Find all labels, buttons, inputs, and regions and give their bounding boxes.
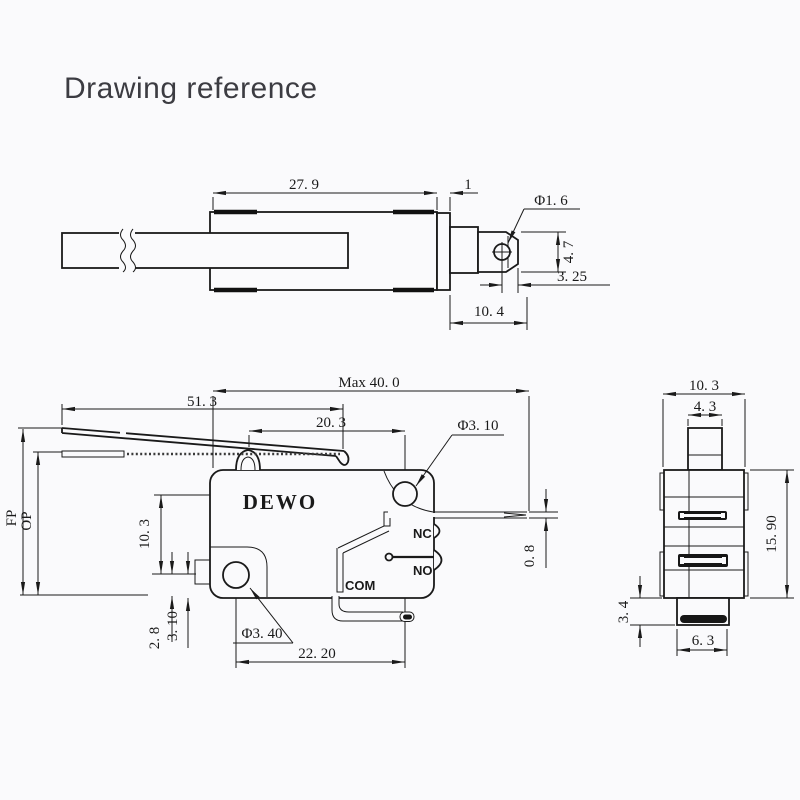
top-mounting-hole bbox=[392, 481, 418, 507]
dim-max-length: Max 40. 0 bbox=[212, 375, 530, 511]
top-view: 27. 9 1 Φ1. 6 4. 7 bbox=[61, 177, 610, 330]
svg-text:Φ3. 10: Φ3. 10 bbox=[458, 418, 499, 434]
dim-needle-thickness: 0. 8 bbox=[522, 489, 558, 568]
svg-text:20. 3: 20. 3 bbox=[316, 415, 346, 431]
svg-text:3. 25: 3. 25 bbox=[557, 269, 587, 285]
side-plunger bbox=[687, 427, 723, 471]
svg-text:0. 8: 0. 8 bbox=[522, 545, 538, 568]
label-nc: NC bbox=[413, 526, 432, 541]
callout-hole-dia: Φ1. 6 bbox=[507, 193, 580, 244]
side-view: 10. 3 4. 3 15. 90 3. 4 bbox=[616, 378, 794, 656]
svg-text:1: 1 bbox=[464, 177, 472, 193]
lever-free-position bbox=[61, 425, 350, 466]
contact-mechanism bbox=[336, 511, 436, 593]
callout-bottom-hole: Φ3. 40 bbox=[233, 587, 294, 644]
terminal-slot-upper bbox=[678, 511, 727, 520]
svg-text:FP: FP bbox=[4, 510, 20, 527]
svg-text:Max 40. 0: Max 40. 0 bbox=[338, 375, 399, 391]
brand-text: DEWO bbox=[243, 490, 318, 514]
top-collar bbox=[436, 212, 451, 291]
dim-foot-width: 6. 3 bbox=[676, 629, 728, 656]
callout-top-hole: Φ3. 10 bbox=[415, 418, 504, 487]
dim-lever-length: 51. 3 bbox=[61, 394, 344, 449]
page-title: Drawing reference bbox=[64, 72, 318, 105]
dim-collar: 1 bbox=[449, 177, 478, 211]
svg-text:6. 3: 6. 3 bbox=[692, 633, 715, 649]
side-body bbox=[663, 469, 745, 599]
front-view: DEWO bbox=[4, 375, 558, 668]
svg-text:3. 4: 3. 4 bbox=[616, 600, 632, 623]
dim-plunger-width: 4. 3 bbox=[687, 399, 723, 426]
svg-text:10. 4: 10. 4 bbox=[474, 304, 505, 320]
dim-hole-offset: 3. 25 bbox=[480, 262, 610, 293]
lever-operating-position bbox=[61, 450, 340, 458]
svg-text:10. 3: 10. 3 bbox=[137, 519, 153, 549]
dim-terminal-height: 4. 7 bbox=[521, 231, 577, 273]
spade-terminal bbox=[449, 226, 519, 274]
seal-marks bbox=[214, 209, 434, 293]
svg-text:4. 3: 4. 3 bbox=[694, 399, 717, 415]
terminal-slot-lower bbox=[678, 554, 728, 567]
svg-text:Φ3. 40: Φ3. 40 bbox=[242, 626, 283, 642]
dim-hole-to-base: 2. 8 bbox=[147, 552, 175, 650]
svg-text:3. 10: 3. 10 bbox=[165, 611, 181, 641]
svg-text:10. 3: 10. 3 bbox=[689, 378, 719, 394]
dim-operating-position: OP bbox=[19, 451, 62, 595]
dim-base-step: 3. 10 bbox=[165, 552, 191, 648]
dim-hole-rise: 10. 3 bbox=[137, 494, 210, 575]
needle-terminal bbox=[432, 511, 527, 519]
svg-text:2. 8: 2. 8 bbox=[147, 627, 163, 650]
side-foot bbox=[676, 597, 730, 626]
bottom-terminal bbox=[331, 596, 415, 622]
svg-text:51. 3: 51. 3 bbox=[187, 394, 217, 410]
svg-text:OP: OP bbox=[19, 511, 35, 530]
dim-pivot-to-hole: 20. 3 bbox=[248, 415, 405, 447]
dim-free-position: FP bbox=[4, 427, 62, 595]
svg-text:27. 9: 27. 9 bbox=[289, 177, 319, 193]
dim-body-length: 27. 9 bbox=[212, 177, 438, 210]
dim-terminal-length: 10. 4 bbox=[449, 295, 528, 330]
actuator-rod bbox=[61, 228, 349, 273]
dim-hole-spacing: 22. 20 bbox=[236, 646, 405, 665]
dim-side-height: 15. 90 bbox=[750, 469, 794, 599]
label-com: COM bbox=[345, 578, 375, 593]
svg-text:15. 90: 15. 90 bbox=[764, 515, 780, 553]
dim-side-width: 10. 3 bbox=[662, 378, 746, 467]
svg-text:22. 20: 22. 20 bbox=[298, 646, 336, 662]
svg-text:4. 7: 4. 7 bbox=[561, 240, 577, 263]
bottom-mounting-hole bbox=[222, 561, 250, 589]
label-no: NO bbox=[413, 563, 433, 578]
svg-text:Φ1. 6: Φ1. 6 bbox=[534, 193, 568, 209]
dim-foot-height: 3. 4 bbox=[616, 576, 675, 647]
